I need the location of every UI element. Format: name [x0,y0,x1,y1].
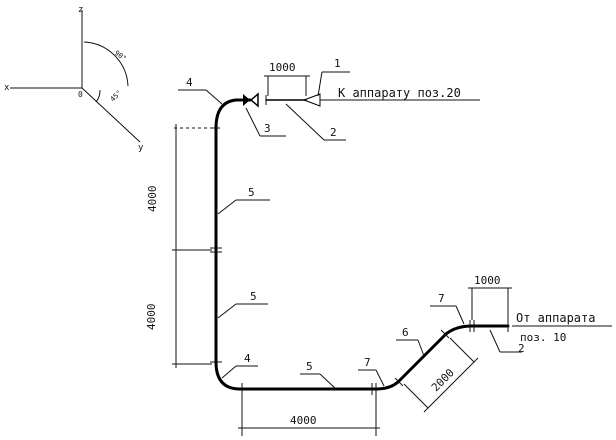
leader-6 [417,339,425,357]
dim-vert-lower-4000: 4000 [145,304,158,331]
callout-5-upper: 5 [248,186,255,199]
flange-diag-lower [394,377,404,387]
angle-90-label: 90° [113,49,128,63]
dim-diag-ext-upper [449,337,475,363]
flange-diag-upper [440,329,450,339]
callout-5-lower: 5 [250,290,257,303]
valve-body-left [243,94,250,106]
callout-6: 6 [402,326,409,339]
leader-3 [245,107,261,137]
note-from-apparatus-line2: поз. 10 [520,331,566,344]
callout-5-bottom: 5 [306,360,313,373]
leader-7-left [375,369,385,387]
callout-1: 1 [334,57,341,70]
x-axis-label: x [4,83,10,93]
origin-label: 0 [78,90,83,99]
dimension-lines: 1000 4000 4000 4000 2000 1000 [145,61,512,436]
valve-body-right [249,92,259,108]
leader-2-top [285,103,325,141]
pipe-bend-7-right [444,324,474,336]
dim-diag-ext-lower [403,383,429,409]
callout-3: 3 [264,122,271,135]
pipe-bend-7-left [374,378,402,391]
note-to-apparatus: К аппарату поз.20 [338,86,461,100]
dim-vert-upper-4000: 4000 [146,186,159,213]
angle-45-label: 45° [109,89,124,104]
coordinate-axes: z x y 0 90° 45° [4,5,144,153]
z-axis-label: z [78,5,83,15]
leader-7-right [455,305,465,325]
callout-2-top: 2 [330,126,337,139]
pipe-bottom-run [214,360,378,391]
note-from-apparatus-line1: От аппарата [516,311,595,325]
angle-arc-45 [95,89,101,103]
callout-4-top: 4 [186,76,193,89]
leader-5-upper [217,199,237,215]
leader-2-right [489,329,501,353]
dim-diag-line [423,357,479,413]
pipeline-route [210,98,510,395]
top-valve-assembly [243,92,321,108]
leader-5-bottom [319,373,337,390]
dim-right-1000: 1000 [474,274,501,287]
dim-bottom-4000: 4000 [290,414,317,427]
dim-diag-2000: 2000 [429,366,457,394]
callout-7-right: 7 [438,292,445,305]
pipe-diagonal [398,332,448,382]
leader-1 [317,71,323,97]
pipe-top-elbow [214,98,252,130]
position-callouts: 1 2 3 4 5 5 4 5 7 6 [178,57,525,390]
leader-4-bottom [221,365,237,379]
angle-arc-90 [83,41,129,87]
callout-4-bottom: 4 [244,352,251,365]
leader-5-lower [217,303,237,319]
notes: К аппарату поз.20 От аппарата поз. 10 [320,86,612,344]
callout-7-left: 7 [364,356,371,369]
y-axis-line [81,87,141,143]
callout-2-right: 2 [518,342,525,355]
leader-4-top [205,89,223,105]
dim-top-1000: 1000 [269,61,296,74]
y-axis-label: y [138,143,144,153]
